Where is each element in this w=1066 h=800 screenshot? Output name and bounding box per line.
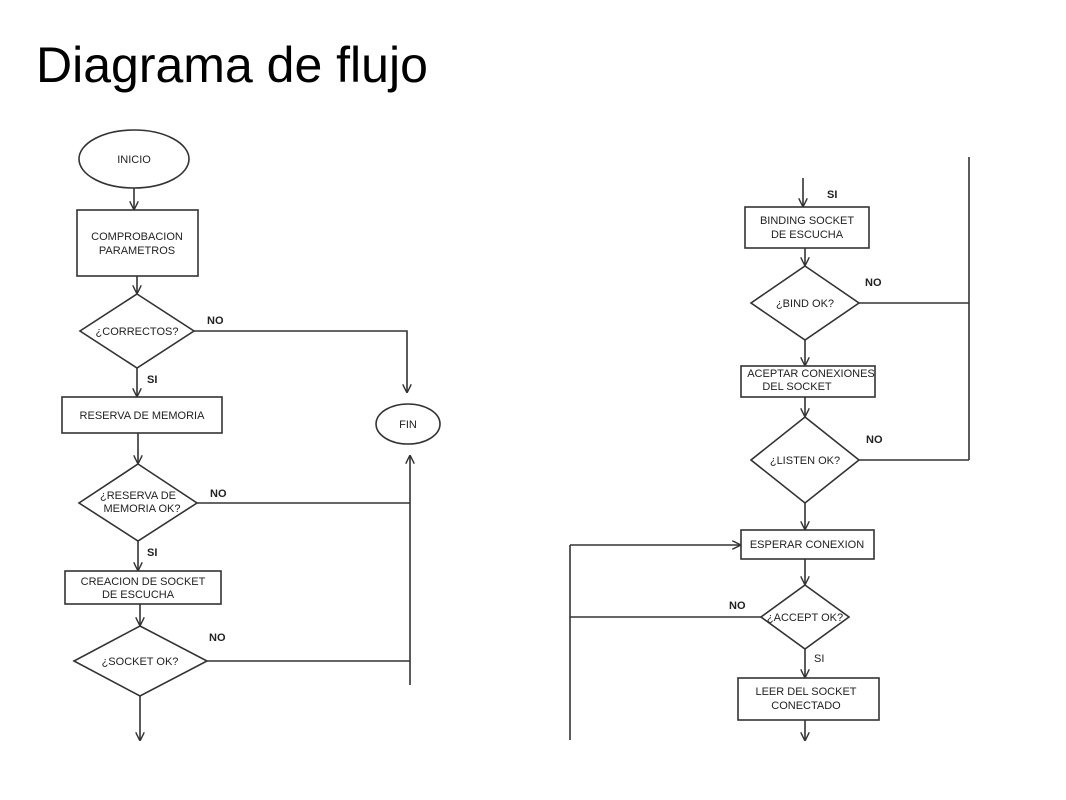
- node-socket-ok: ¿SOCKET OK?: [72, 625, 209, 697]
- node-bind-ok-label: ¿BIND OK?: [776, 298, 834, 310]
- node-comprobacion: COMPROBACION PARAMETROS: [76, 209, 199, 277]
- edge-label-reserva-si: SI: [147, 547, 157, 559]
- edge-label-accept-no: NO: [729, 600, 746, 612]
- node-inicio-label: INICIO: [117, 154, 151, 166]
- node-comprobacion-line1: COMPROBACION: [91, 231, 183, 243]
- node-aceptar-line1: ACEPTAR CONEXIONES: [747, 368, 875, 380]
- edge-label-socket-no: NO: [209, 632, 226, 644]
- node-reserva-ok-line1: ¿RESERVA DE: [100, 490, 176, 502]
- node-fin-label: FIN: [399, 419, 417, 431]
- node-listen-ok-label: ¿LISTEN OK?: [770, 455, 840, 467]
- node-esperar: ESPERAR CONEXION: [740, 529, 875, 560]
- node-creacion-line2: DE ESCUCHA: [102, 589, 175, 601]
- node-aceptar: ACEPTAR CONEXIONES DEL SOCKET: [740, 365, 876, 398]
- node-comprobacion-line2: PARAMETROS: [99, 245, 175, 257]
- node-reserva: RESERVA DE MEMORIA: [61, 396, 223, 434]
- node-leer: LEER DEL SOCKET CONECTADO: [737, 677, 880, 721]
- node-binding: BINDING SOCKET DE ESCUCHA: [744, 206, 870, 249]
- node-leer-line1: LEER DEL SOCKET: [755, 686, 856, 698]
- node-reserva-ok: ¿RESERVA DE MEMORIA OK?: [77, 463, 199, 542]
- page-title: Diagrama de flujo: [36, 37, 428, 93]
- node-binding-line1: BINDING SOCKET: [760, 215, 854, 227]
- node-correctos: ¿CORRECTOS?: [78, 293, 196, 369]
- node-creacion-line1: CREACION DE SOCKET: [81, 576, 206, 588]
- node-reserva-label: RESERVA DE MEMORIA: [80, 410, 206, 422]
- node-fin: FIN: [375, 403, 441, 445]
- node-leer-line2: CONECTADO: [771, 700, 841, 712]
- edge-label-bind-no: NO: [865, 277, 882, 289]
- connector-correctos-no-fin: [194, 330, 407, 392]
- node-accept-ok-label: ¿ACCEPT OK?: [767, 612, 843, 624]
- edge-label-listen-no: NO: [866, 434, 883, 446]
- node-inicio: INICIO: [78, 129, 190, 189]
- node-aceptar-line2: DEL SOCKET: [762, 381, 832, 393]
- edge-label-correctos-no: NO: [207, 315, 224, 327]
- node-binding-line2: DE ESCUCHA: [771, 229, 844, 241]
- node-esperar-label: ESPERAR CONEXION: [750, 539, 864, 551]
- node-correctos-label: ¿CORRECTOS?: [96, 326, 179, 338]
- edge-label-binding-si: SI: [827, 189, 837, 201]
- node-listen-ok: ¿LISTEN OK?: [749, 415, 861, 505]
- edge-label-correctos-si: SI: [147, 374, 157, 386]
- node-accept-ok: ¿ACCEPT OK?: [759, 584, 851, 650]
- edge-label-reserva-no: NO: [210, 488, 227, 500]
- edge-label-accept-si: SI: [814, 653, 824, 665]
- node-reserva-ok-line2: MEMORIA OK?: [103, 503, 180, 515]
- node-socket-ok-label: ¿SOCKET OK?: [102, 656, 179, 668]
- node-creacion: CREACION DE SOCKET DE ESCUCHA: [64, 570, 222, 605]
- node-bind-ok: ¿BIND OK?: [749, 265, 861, 341]
